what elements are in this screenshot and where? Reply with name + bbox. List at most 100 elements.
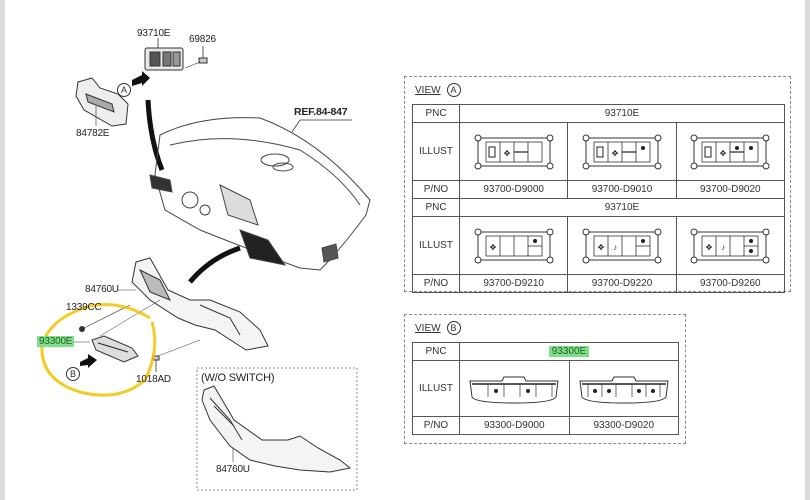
switch-illustration: ✥ (474, 134, 554, 169)
part-number[interactable]: 93300-D9020 (568, 416, 679, 435)
climate-icon: ✥ (598, 243, 605, 252)
seat-heat-icon (749, 145, 754, 150)
mount-hole-icon (762, 162, 770, 169)
table-row-pnc: PNC 93300E (412, 342, 679, 361)
switch-illustration: ✥♪ (690, 228, 770, 263)
switch-illustration: ✥♪ (582, 228, 662, 263)
switch-illustration: ✥ (582, 134, 662, 169)
part-number[interactable]: 93300-D9000 (459, 416, 570, 435)
mount-hole-icon (690, 228, 698, 235)
part-number[interactable]: 93700-D9010 (567, 180, 677, 199)
illust-cell: ✥ (675, 122, 786, 181)
callout-lower-switch-highlighted: 93300E (37, 336, 75, 347)
part-number[interactable]: 93700-D9020 (675, 180, 786, 199)
row-label-pno: P/NO (412, 180, 460, 199)
table-row-pnc: PNC 93710E (412, 104, 785, 123)
seat-heat-icon (650, 388, 655, 393)
row-label-illust: ILLUST (412, 122, 460, 181)
wo-switch-title: (W/O SWITCH) (201, 372, 275, 384)
part-number[interactable]: 93700-D9210 (458, 274, 569, 293)
climate-icon: ✥ (489, 243, 496, 252)
part-number[interactable]: 93700-D9220 (567, 274, 677, 293)
mount-hole-icon (654, 256, 662, 263)
table-row-pnc: PNC 93710E (412, 198, 785, 217)
view-a-parts-table: PNC 93710E ILLUST ✥ ✥ ✥ P/NO 93700-D9000… (412, 104, 786, 293)
lower-panel-part (131, 257, 269, 351)
steering-heat-icon: ♪ (721, 243, 725, 252)
mount-hole-icon (654, 228, 662, 235)
lower-switch-illustration (469, 376, 559, 404)
mount-hole-icon (546, 162, 554, 169)
callout-reference: REF.84-847 (294, 106, 348, 118)
table-row-illust: ILLUST ✥ ✥♪ ✥♪ (412, 216, 786, 275)
screen-edge-left (0, 0, 5, 500)
seat-heat-icon (592, 388, 597, 393)
mount-hole-icon (546, 228, 554, 235)
lock-switch-icon (488, 146, 496, 157)
view-a-title-marker: A (446, 83, 461, 97)
illust-cell (459, 360, 570, 417)
table-row-pno: P/NO 93300-D9000 93300-D9020 (412, 416, 679, 435)
bezel-part (75, 77, 129, 127)
view-a-title: VIEW A (415, 83, 461, 97)
illust-cell: ✥ (567, 122, 677, 181)
illust-cell: ✥♪ (675, 216, 786, 275)
lower-switch-part (91, 335, 139, 363)
callout-bezel: 84782E (76, 128, 110, 139)
row-label-illust: ILLUST (412, 216, 460, 275)
pnc-value-cell: 93300E (459, 342, 679, 361)
callout-upper-switch: 93710E (137, 28, 171, 39)
row-label-pnc: PNC (412, 104, 460, 123)
callout-wo-switch-panel: 84760U (216, 464, 250, 475)
lock-switch-icon (704, 146, 712, 157)
mount-hole-icon (690, 256, 698, 263)
seat-vent-icon (749, 248, 754, 253)
view-b-arrow (80, 354, 97, 368)
mount-hole-icon (474, 228, 482, 235)
callout-clip: 1339CC (66, 302, 102, 313)
wo-switch-box (196, 367, 358, 491)
view-b-title: VIEW B (415, 321, 461, 335)
mount-hole-icon (762, 256, 770, 263)
lower-switch-housing (579, 376, 669, 404)
callout-bolt: 1018AD (136, 374, 171, 385)
mount-hole-icon (654, 134, 662, 141)
seat-heat-icon (526, 388, 531, 393)
row-label-pnc: PNC (412, 198, 460, 217)
seat-heat-icon (494, 388, 499, 393)
steering-heat-icon: ♪ (613, 243, 617, 252)
illust-cell: ✥♪ (567, 216, 677, 275)
illust-cell: ✥ (458, 216, 569, 275)
mount-hole-icon (582, 256, 590, 263)
seat-vent-icon (735, 145, 740, 150)
mount-hole-icon (474, 256, 482, 263)
climate-icon: ✥ (720, 149, 727, 158)
part-number[interactable]: 93700-D9260 (675, 274, 786, 293)
mount-hole-icon (654, 162, 662, 169)
table-row-pno: P/NO 93700-D9210 93700-D9220 93700-D9260 (412, 274, 786, 293)
part-number[interactable]: 93700-D9000 (458, 180, 569, 199)
mount-hole-icon (546, 256, 554, 263)
seat-heat-icon (749, 238, 754, 243)
mount-hole-icon (582, 134, 590, 141)
dashboard-part (149, 117, 371, 271)
mount-hole-icon (762, 134, 770, 141)
mount-hole-icon (762, 228, 770, 235)
callout-lower-panel: 84760U (85, 284, 119, 295)
seat-heat-icon (640, 238, 645, 243)
curved-arrow-upper (145, 99, 165, 171)
highlight-ring (40, 303, 157, 397)
mount-hole-icon (690, 162, 698, 169)
mount-hole-icon (690, 134, 698, 141)
view-a-marker: A (117, 80, 131, 98)
view-a-arrow (132, 71, 150, 86)
row-label-pnc: PNC (412, 342, 460, 361)
row-label-pno: P/NO (412, 416, 460, 435)
switch-illustration: ✥ (474, 228, 554, 263)
lower-switch-housing (469, 376, 559, 404)
switch-illustration: ✥ (690, 134, 770, 169)
row-label-pno: P/NO (412, 274, 460, 293)
screen-edge-right (805, 0, 810, 500)
pnc-value: 93710E (459, 104, 785, 123)
